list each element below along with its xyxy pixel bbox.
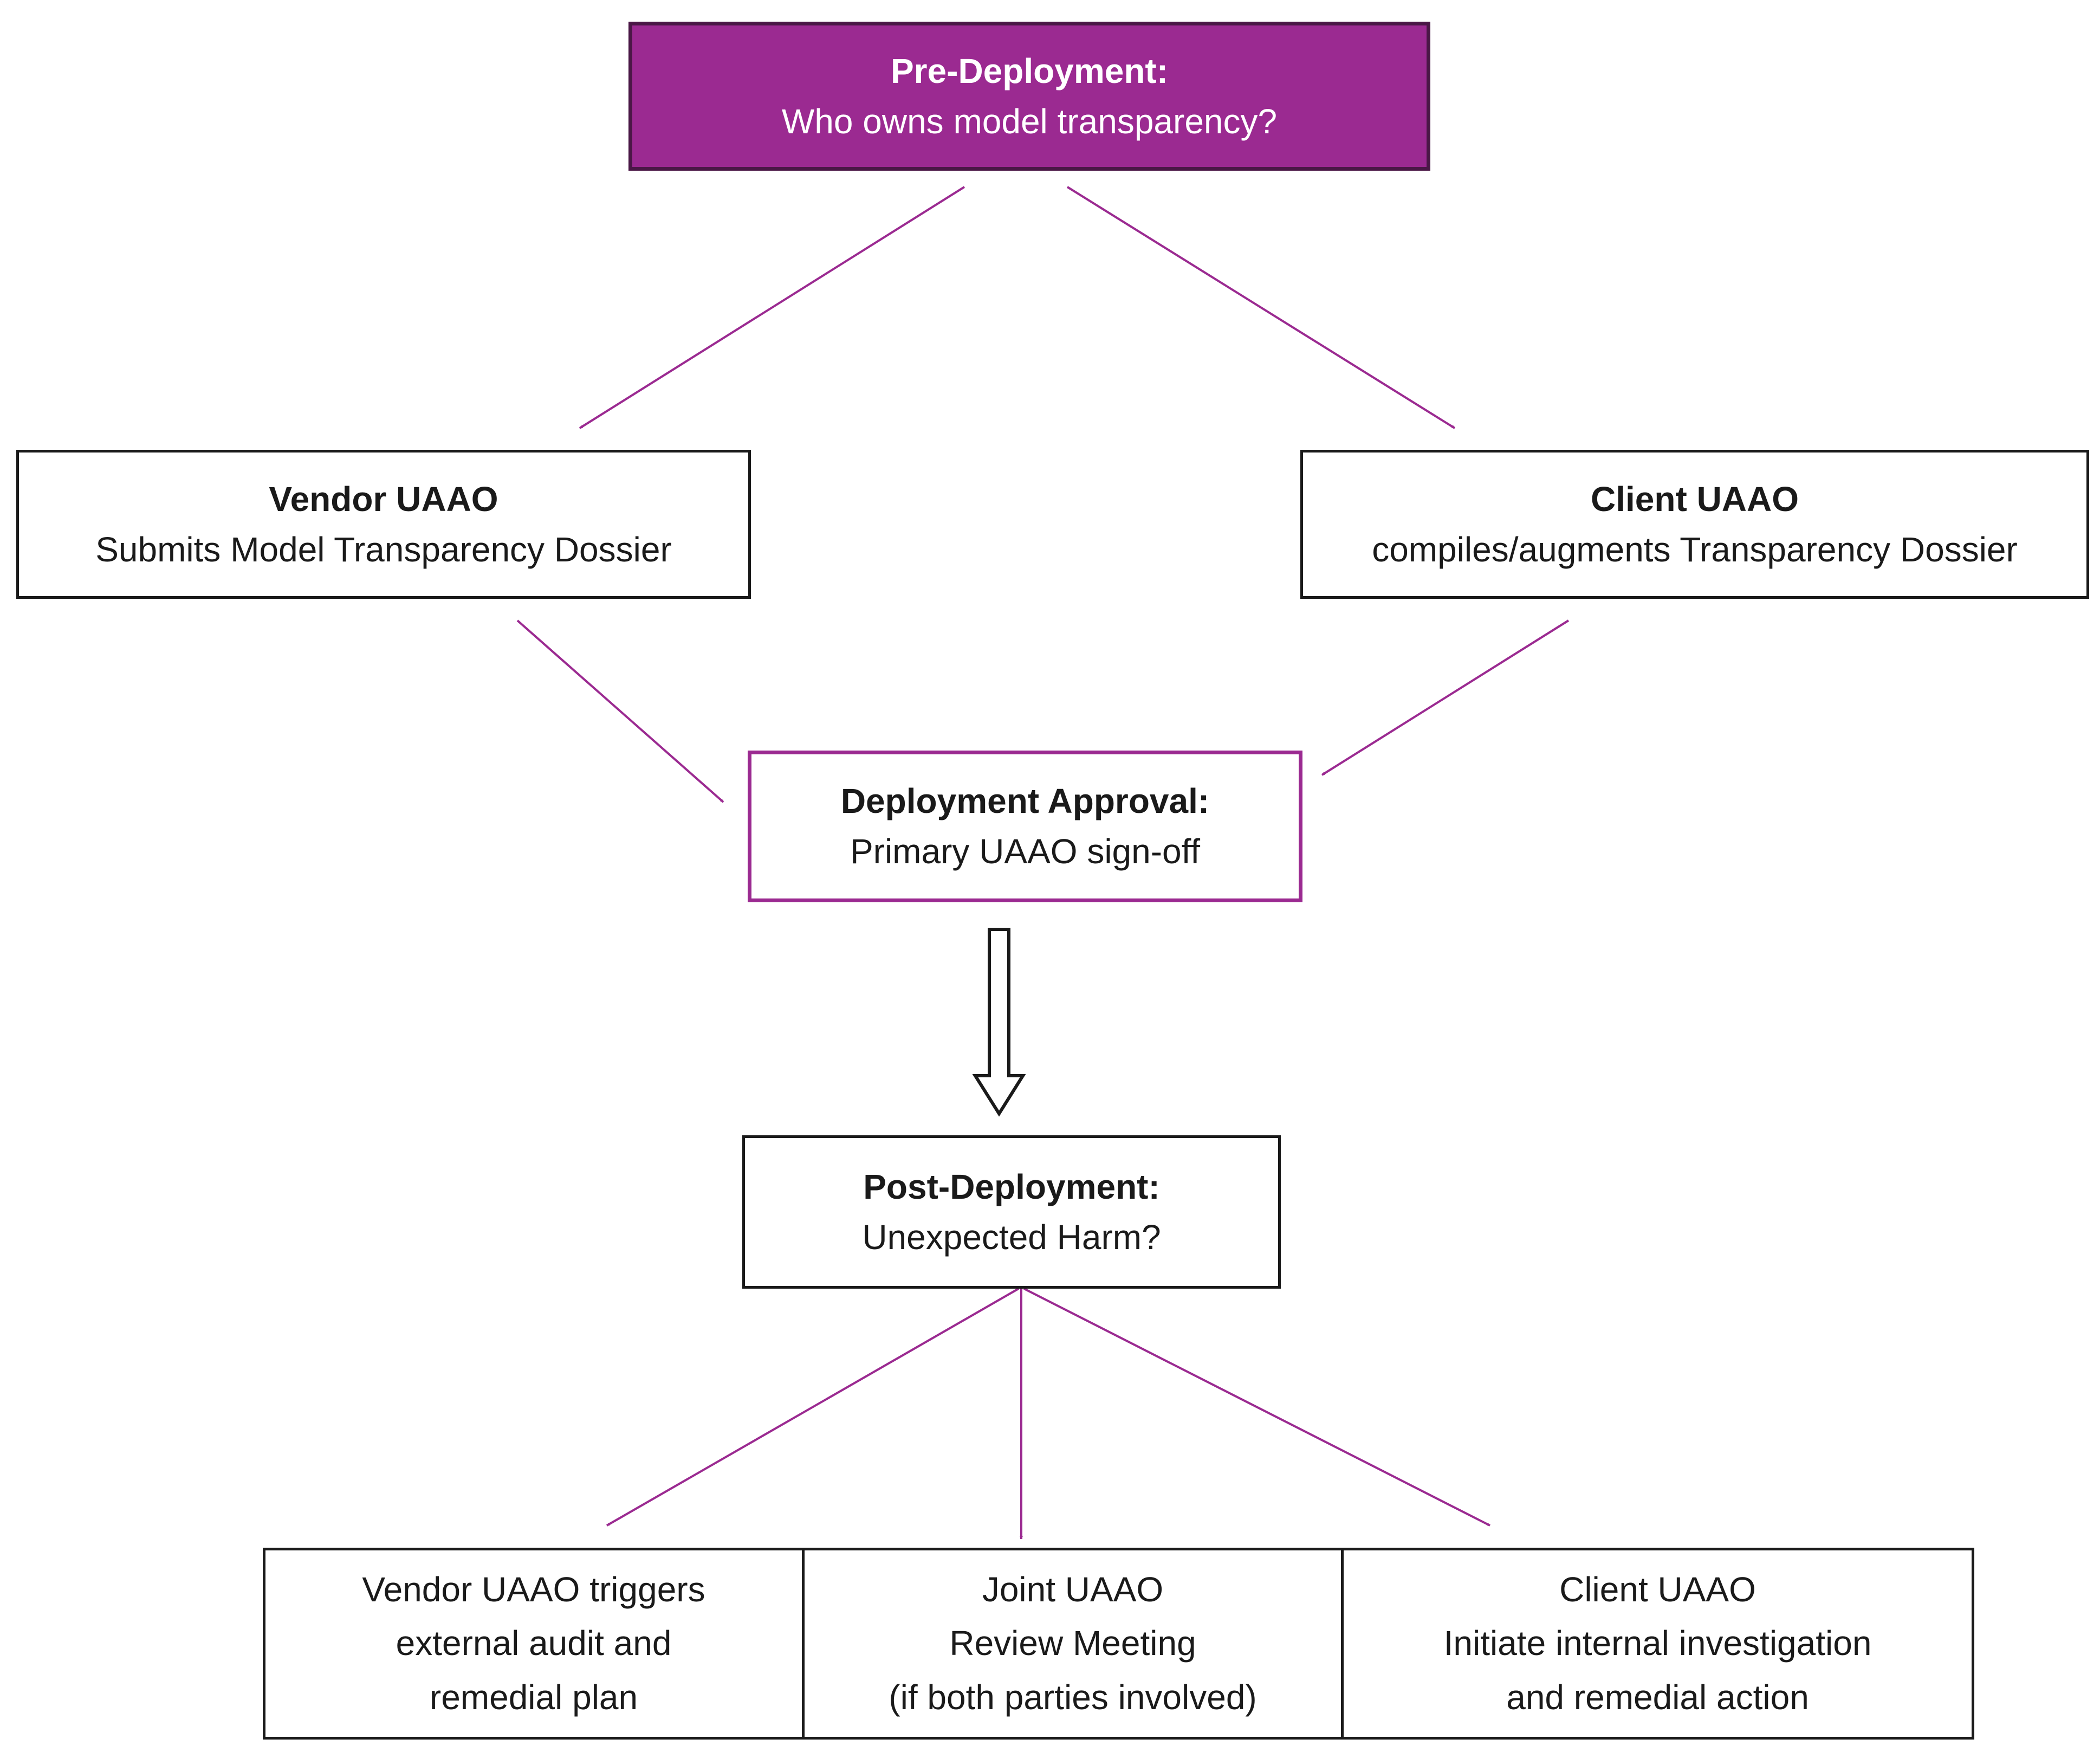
post-deployment-box: Post-Deployment: Unexpected Harm? [742,1135,1281,1289]
outcome-row: Vendor UAAO triggers external audit and … [263,1548,1974,1740]
deployment-approval-box: Deployment Approval: Primary UAAO sign-o… [748,751,1302,902]
joint-outcome-line: (if both parties involved) [889,1677,1257,1717]
client-outcome-line: Client UAAO [1559,1570,1756,1609]
joint-outcome-cell: Joint UAAO Review Meeting (if both parti… [805,1550,1344,1737]
joint-outcome-line: Review Meeting [949,1624,1196,1663]
vendor-outcome-line: external audit and [396,1624,672,1663]
pre-deployment-box: Pre-Deployment: Who owns model transpare… [628,22,1430,171]
pre-deployment-question: Who owns model transparency? [781,101,1278,141]
arrow-client-to-deploy [1321,619,1570,776]
vendor-outcome-cell: Vendor UAAO triggers external audit and … [265,1550,805,1737]
post-deployment-title: Post-Deployment: [863,1167,1160,1206]
arrow-pre-to-client [1066,186,1456,429]
client-uaao-title: Client UAAO [1591,479,1799,519]
client-outcome-line: Initiate internal investigation [1443,1624,1872,1663]
vendor-outcome-line: Vendor UAAO triggers [362,1570,705,1609]
client-outcome-line: and remedial action [1506,1677,1809,1717]
arrow-vendor-to-deploy [516,619,724,803]
pre-deployment-title: Pre-Deployment: [890,51,1169,90]
client-uaao-box: Client UAAO compiles/augments Transparen… [1300,450,2089,599]
post-deployment-question: Unexpected Harm? [862,1217,1161,1257]
arrow-post-to-client-outcome [1023,1288,1490,1527]
client-uaao-text: compiles/augments Transparency Dossier [1372,529,2018,569]
deployment-approval-text: Primary UAAO sign-off [850,832,1201,871]
client-outcome-cell: Client UAAO Initiate internal investigat… [1344,1550,1972,1737]
joint-outcome-line: Joint UAAO [982,1570,1164,1609]
deployment-approval-title: Deployment Approval: [840,781,1210,821]
vendor-uaao-box: Vendor UAAO Submits Model Transparency D… [16,450,751,599]
block-arrow-down [972,928,1026,1117]
vendor-uaao-text: Submits Model Transparency Dossier [95,529,672,569]
vendor-uaao-title: Vendor UAAO [269,479,498,519]
vendor-outcome-line: remedial plan [429,1677,638,1717]
arrow-pre-to-vendor [579,186,965,429]
arrow-post-to-vendor-outcome [606,1288,1019,1527]
